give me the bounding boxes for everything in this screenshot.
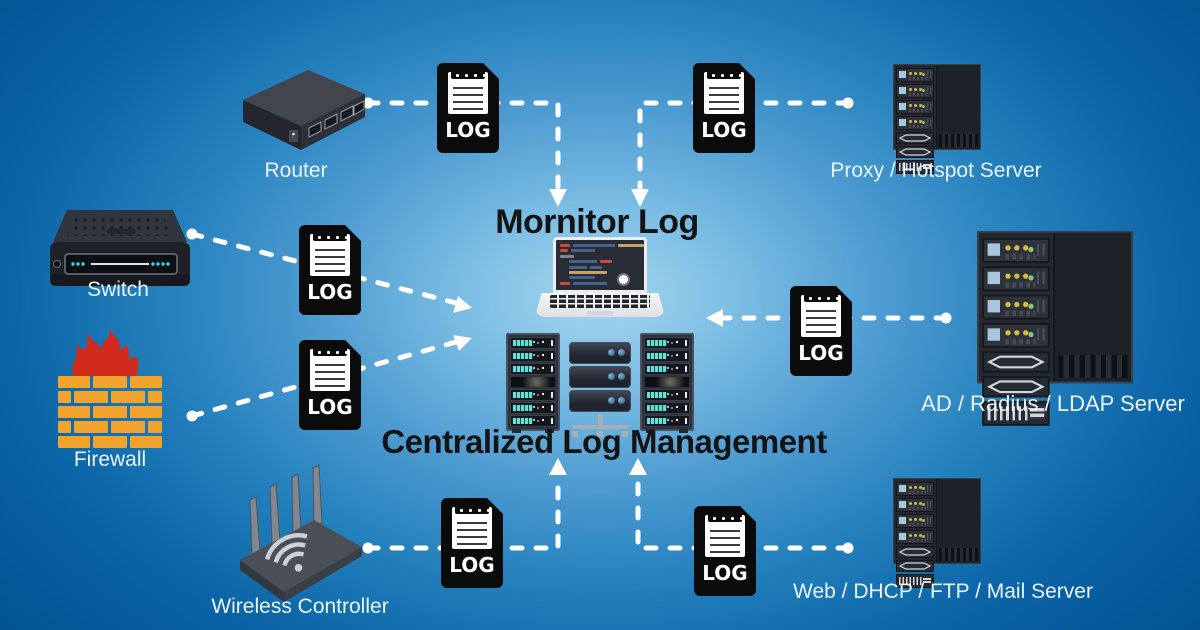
arrowhead [453,335,472,351]
log-label: LOG [307,280,353,304]
arrow-firewall-to-center [189,339,459,419]
ad-server-label: AD / Radius / LDAP Server [921,391,1185,416]
log-label: LOG [701,118,747,142]
flame-shape [72,328,139,376]
vent-grille [982,400,1050,426]
trackpad [587,310,613,316]
arrow-wireless-to-center [365,471,561,551]
arrowhead [549,189,567,207]
cursor-icon [619,275,628,284]
switch-icon [50,210,190,286]
arrow-proxy-to-monitor [637,100,851,195]
arrowhead [453,296,472,313]
drive-slot [982,351,1050,373]
drive-slot [982,376,1050,398]
arrowhead [706,309,723,327]
drive-bay [896,482,934,496]
proxy-server-label: Proxy / Hotspot Server [830,159,1042,182]
drive-slot [896,132,934,144]
drive-bay [896,116,934,130]
arrowhead [631,189,649,207]
proxy-server-icon [893,64,981,174]
drive-bay [896,68,934,82]
arrow-switch-to-center [189,231,459,306]
router-label: Router [264,159,328,182]
drive-bay [896,498,934,512]
drive-bay [982,238,1050,263]
vent-grille [896,160,934,174]
log-label: LOG [798,341,844,365]
storage-unit [569,366,631,388]
drive-bay [982,323,1050,348]
drive-bay [896,100,934,114]
storage-unit [569,342,631,364]
ad-server-icon [977,231,1133,426]
central-storage-stack [569,342,631,437]
log-label: LOG [449,553,495,577]
centralized-log-management-title: Centralized Log Management [381,423,827,460]
switch-label: Switch [87,278,149,301]
drive-slot [896,546,934,558]
log-file-icon-firewall: LOG [299,340,361,430]
log-label: LOG [445,118,491,142]
wireless-controller-label: Wireless Controller [211,595,389,618]
log-file-icon-switch: LOG [299,225,361,315]
storage-unit [569,390,631,412]
firewall-label: Firewall [73,448,147,471]
drive-bay [982,266,1050,292]
monitor-log-title: Mornitor Log [495,203,699,241]
wifi-icon [264,533,308,572]
drive-bay [896,84,934,98]
arrow-router-to-monitor [365,100,561,195]
monitor-laptop-base [535,293,665,317]
log-file-icon-proxy: LOG [693,63,755,153]
router-icon [243,70,365,150]
firewall-icon [58,328,162,448]
log-label: LOG [307,395,353,419]
drive-bay [896,514,934,528]
drive-bay [896,530,934,544]
log-file-icon-web: LOG [694,506,756,596]
keyboard [550,295,650,308]
drive-bay [982,294,1050,320]
brick-wall [58,376,162,448]
log-file-icon-ad: LOG [790,286,852,376]
vent-grille [896,574,934,588]
drive-slot [896,146,934,158]
wireless-controller-icon [240,464,362,602]
log-label: LOG [702,561,748,585]
drive-slot [896,560,934,572]
log-file-icon-router: LOG [437,63,499,153]
web-server-label: Web / DHCP / FTP / Mail Server [793,580,1093,603]
central-rack-left [506,333,560,433]
arrowhead [549,458,567,475]
web-server-icon [893,478,981,588]
arrow-web-to-center [635,471,851,551]
antennas [249,464,323,556]
monitor-laptop-screen [553,237,647,293]
central-rack-right [640,333,694,433]
arrowhead [629,458,647,475]
log-file-icon-wireless: LOG [441,498,503,588]
